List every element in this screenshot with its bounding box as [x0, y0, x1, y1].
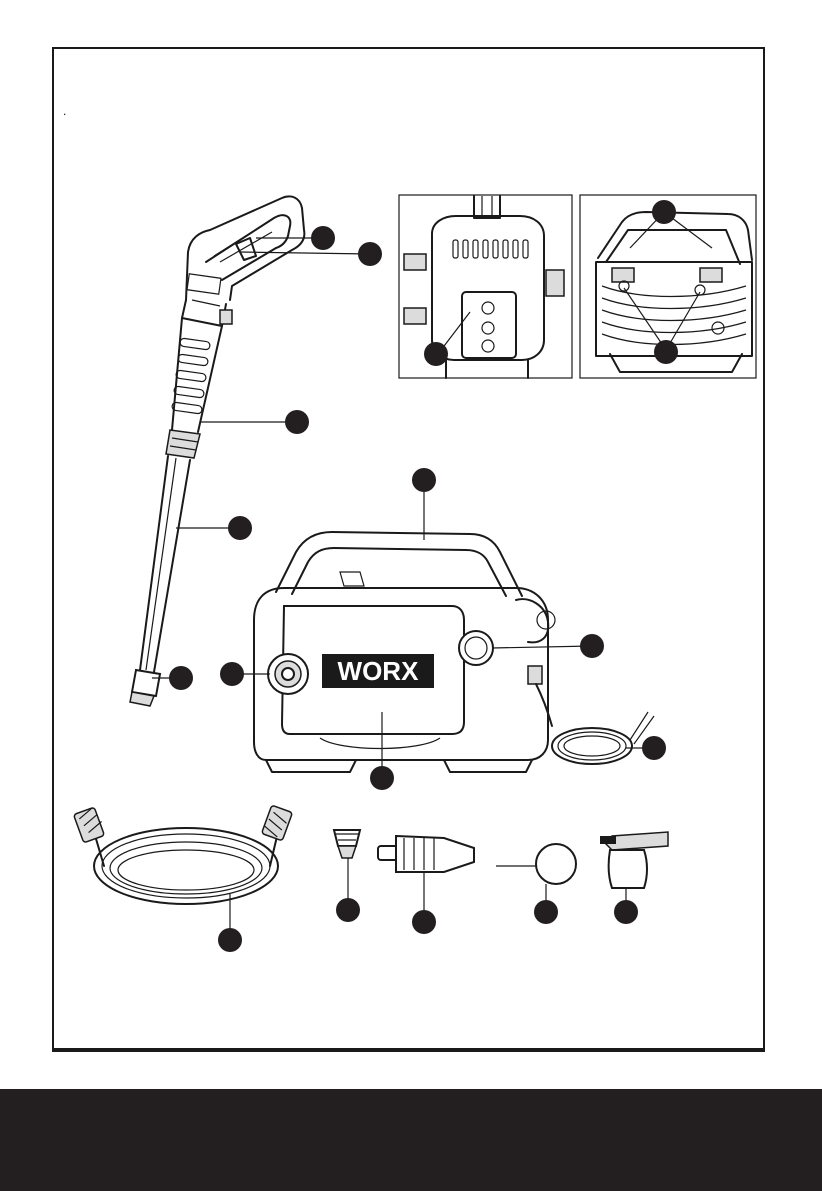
- callout-marker: [424, 342, 448, 366]
- adjustable-nozzle: [378, 836, 474, 920]
- turbo-nozzle: [334, 830, 360, 908]
- callout-marker: [218, 928, 242, 952]
- foam-bottle: [600, 832, 668, 910]
- callout-marker: [370, 766, 394, 790]
- callout-marker: [220, 662, 244, 686]
- worx-logo-text: WORX: [338, 656, 420, 686]
- callout-marker: [614, 900, 638, 924]
- callout-marker: [169, 666, 193, 690]
- inlet-hose: [74, 805, 293, 940]
- callout-marker: [311, 226, 335, 250]
- callout-marker: [642, 736, 666, 760]
- footer-band: [0, 1089, 822, 1191]
- callout-marker: [412, 468, 436, 492]
- callout-marker: [652, 200, 676, 224]
- callout-marker: [358, 242, 382, 266]
- callout-marker: [228, 516, 252, 540]
- callout-marker: [580, 634, 604, 658]
- inlet-filter: [496, 844, 576, 910]
- pressure-washer-main-unit: WORX: [240, 486, 654, 776]
- callout-marker: [412, 910, 436, 934]
- callout-marker: [534, 900, 558, 924]
- callout-marker: [285, 410, 309, 434]
- callout-marker: [654, 340, 678, 364]
- callout-marker: [336, 898, 360, 922]
